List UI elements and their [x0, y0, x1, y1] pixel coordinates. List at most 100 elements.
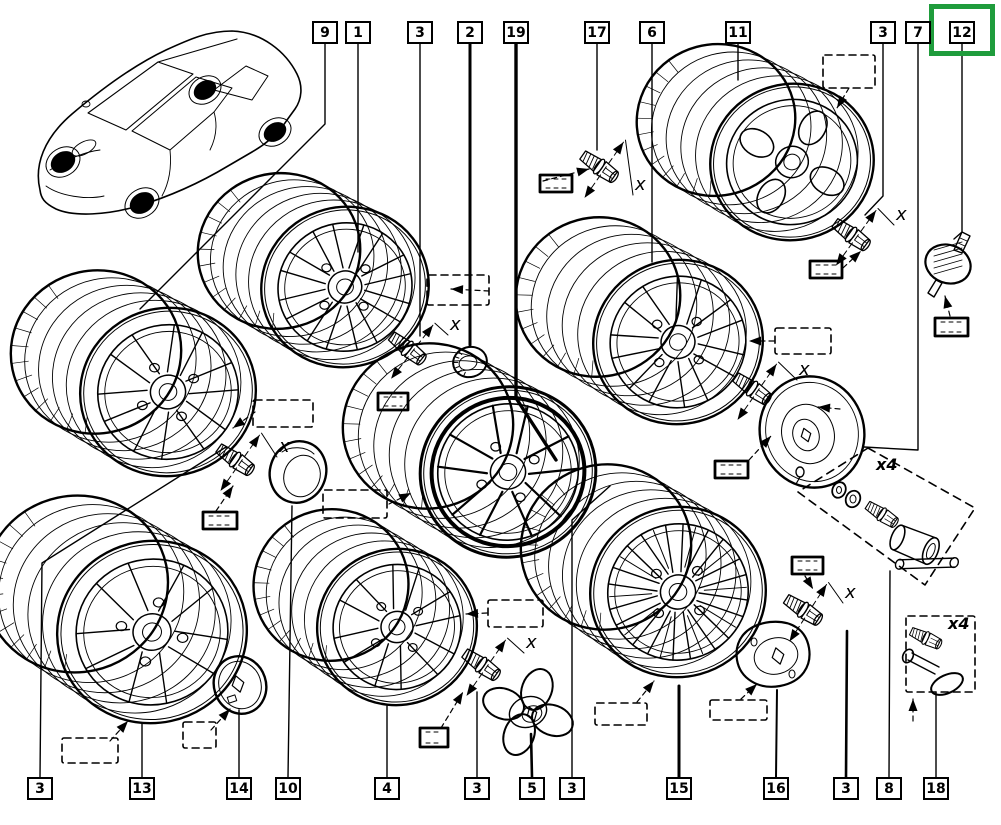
part-label-box-dashed: [322, 489, 388, 519]
part-label-box-dashed: [905, 615, 976, 693]
lock-bolt: [864, 500, 899, 528]
dimension-x-label: x: [844, 582, 856, 603]
wheel-6-spoke-alloy-bottom-center: [252, 508, 479, 707]
callout-box-top-7[interactable]: 11: [725, 21, 751, 44]
callout-box-bottom-2[interactable]: 14: [226, 777, 252, 800]
callout-number: 9: [320, 24, 330, 41]
callout-box-top-9[interactable]: 7: [905, 21, 931, 44]
callout-number: 3: [567, 780, 577, 797]
callout-box-top-4[interactable]: 19: [503, 21, 529, 44]
dimension-x-label: x: [634, 174, 646, 195]
callout-number: 17: [587, 24, 607, 41]
part-label-box-dashed: [182, 721, 217, 749]
callout-number: 3: [841, 780, 851, 797]
part-label-box-solid: [808, 259, 844, 280]
part-label-boxes: [61, 54, 976, 764]
callout-number: 7: [913, 24, 923, 41]
callout-number: 1: [353, 24, 363, 41]
callout-box-top-10[interactable]: 12: [949, 21, 975, 44]
callout-number: 4: [382, 780, 392, 797]
part-label-box-solid: [933, 316, 970, 338]
part-label-box-dashed: [822, 54, 876, 89]
callout-number: 3: [472, 780, 482, 797]
wheel-bolt: [461, 648, 501, 682]
callout-number: 3: [35, 780, 45, 797]
callout-box-top-3[interactable]: 2: [457, 21, 483, 44]
callout-box-top-0[interactable]: 9: [312, 21, 338, 44]
wheel-7-spoke-alloy-right: [514, 216, 765, 426]
wheel-bolt: [782, 593, 824, 626]
callout-box-top-8[interactable]: 3: [870, 21, 896, 44]
leader-arrows: [109, 87, 953, 742]
callout-box-top-6[interactable]: 6: [639, 21, 665, 44]
callout-box-top-5[interactable]: 17: [584, 21, 610, 44]
bolt-key-kit: [901, 648, 964, 696]
callout-number: 18: [926, 780, 946, 797]
lock-bolt-kit: [797, 447, 976, 586]
callout-number: 11: [728, 24, 748, 41]
callout-box-top-2[interactable]: 3: [407, 21, 433, 44]
callout-box-bottom-4[interactable]: 4: [374, 777, 400, 800]
callout-box-bottom-7[interactable]: 3: [559, 777, 585, 800]
lock-bolt: [908, 627, 943, 650]
callout-number: 15: [669, 780, 689, 797]
wheel-5-spoke-alloy-bottom-left: [0, 494, 249, 725]
callout-leader-lines: [39, 41, 963, 779]
callout-box-bottom-6[interactable]: 5: [519, 777, 545, 800]
callout-number: 2: [465, 24, 475, 41]
dimension-x-label: x: [798, 359, 810, 380]
part-label-box-dashed: [487, 599, 544, 628]
center-cap-shell: [268, 440, 328, 504]
wheel-bolt: [387, 331, 427, 366]
callout-number: 16: [766, 780, 786, 797]
callout-box-top-1[interactable]: 1: [345, 21, 371, 44]
wheel-bolt: [215, 443, 255, 477]
callout-box-bottom-9[interactable]: 16: [763, 777, 789, 800]
wheel-8-spoke-alloy: [196, 171, 430, 369]
callout-box-bottom-1[interactable]: 13: [129, 777, 155, 800]
part-label-box-solid: [376, 391, 410, 412]
wheel-bolt: [831, 218, 871, 252]
callout-number: 19: [506, 24, 526, 41]
callout-number: 6: [647, 24, 657, 41]
callout-box-bottom-5[interactable]: 3: [464, 777, 490, 800]
dimension-x-label: x: [895, 204, 907, 225]
callout-box-bottom-10[interactable]: 3: [833, 777, 859, 800]
callout-box-bottom-8[interactable]: 15: [666, 777, 692, 800]
hub-cap-knurled: [452, 345, 488, 379]
wheel-6-spoke-alloy-left: [9, 269, 258, 478]
part-label-box-solid: [538, 173, 574, 194]
callout-box-bottom-3[interactable]: 10: [275, 777, 301, 800]
wheel-steel-4-hole-top-right: [635, 42, 875, 242]
quantity-x4-label: x4: [875, 455, 897, 474]
part-label-box-dashed: [61, 737, 119, 764]
callout-box-bottom-0[interactable]: 3: [27, 777, 53, 800]
dimension-x-label: x: [525, 632, 537, 653]
part-label-box-dashed: [252, 399, 314, 428]
highlighted-callout-frame: [929, 4, 995, 56]
callout-number: 13: [132, 780, 152, 797]
part-label-box-solid: [713, 459, 750, 480]
wheel-trim-star: [482, 668, 574, 756]
callout-number: 8: [884, 780, 894, 797]
full-wheel-cover-plate: [758, 375, 866, 489]
part-label-box-solid: [201, 510, 239, 531]
callout-number: 5: [527, 780, 537, 797]
wheel-bolt: [732, 372, 772, 406]
callout-number: 3: [878, 24, 888, 41]
callout-number: 3: [415, 24, 425, 41]
part-label-box-solid: [418, 726, 450, 749]
callout-box-bottom-12[interactable]: 18: [923, 777, 949, 800]
center-cap-pentagon: [735, 620, 811, 688]
callout-box-bottom-11[interactable]: 8: [876, 777, 902, 800]
callout-number: 14: [229, 780, 249, 797]
dimension-x-label: x: [278, 436, 290, 457]
quantity-x4-label: x4: [947, 614, 969, 633]
center-cap-logo: [212, 655, 268, 715]
part-label-box-dashed: [709, 699, 768, 721]
part-label-box-dashed: [426, 274, 490, 306]
part-label-box-dashed: [594, 702, 648, 726]
